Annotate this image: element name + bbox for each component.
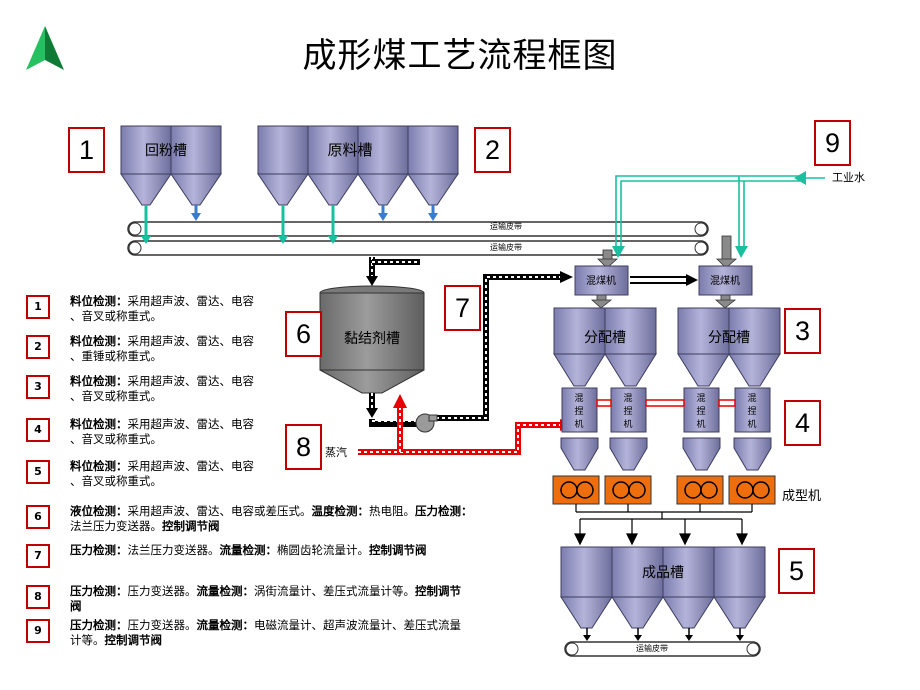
legend-text-3: 料位检测：采用超声波、雷达、电容、音叉或称重式。 bbox=[70, 374, 254, 403]
legend-number-3: 3 bbox=[26, 375, 50, 399]
legend-text-8: 压力检测：压力变送器。流量检测：涡街流量计、差压式流量计等。控制调节阀 bbox=[70, 584, 461, 613]
product-tank-label: 成品槽 bbox=[642, 565, 684, 581]
industrial-water-line bbox=[612, 171, 825, 258]
legend-text-7: 压力检测：法兰压力变送器。流量检测：椭圆齿轮流量计。控制调节阀 bbox=[70, 543, 427, 557]
molding-machines: 成型机 bbox=[552, 475, 821, 505]
kneader: 混捏机 bbox=[683, 387, 720, 433]
distribution-hoppers-right: 分配槽 bbox=[677, 307, 781, 387]
legend-number-7: 7 bbox=[26, 544, 50, 568]
product-collector-lines bbox=[574, 504, 753, 546]
kneader: 混捏机 bbox=[734, 387, 771, 433]
mixer-label: 混煤机 bbox=[586, 274, 616, 287]
legend-text-6: 液位检测：采用超声波、雷达、电容或差压式。温度检测：热电阻。压力检测：法兰压力变… bbox=[70, 504, 473, 533]
svg-text:混: 混 bbox=[747, 393, 756, 404]
page-title: 成形煤工艺流程框图 bbox=[302, 36, 618, 76]
legend-text-2: 料位检测：采用超声波、雷达、电容、重锤或称重式。 bbox=[70, 334, 254, 363]
legend-number-1: 1 bbox=[26, 295, 50, 319]
binder-tank-label: 黏结剂槽 bbox=[344, 331, 400, 347]
legend-text-9: 压力检测：压力变送器。流量检测：电磁流量计、超声波流量计、差压式流量计等。控制调… bbox=[70, 618, 461, 647]
legend-number-5: 5 bbox=[26, 460, 50, 484]
marker-3: 3 bbox=[784, 308, 821, 354]
raw-material-hoppers: 原料槽 bbox=[257, 125, 459, 206]
legend-text-1: 料位检测：采用超声波、雷达、电容、音叉或称重式。 bbox=[70, 294, 254, 323]
marker-9: 9 bbox=[814, 120, 851, 166]
svg-text:捏: 捏 bbox=[623, 405, 632, 417]
marker-2: 2 bbox=[474, 127, 511, 173]
legend-number-8: 8 bbox=[26, 585, 50, 609]
legend-text-5: 料位检测：采用超声波、雷达、电容、音叉或称重式。 bbox=[70, 459, 254, 488]
steam-label: 蒸汽 bbox=[325, 445, 347, 459]
kneader: 混捏机 bbox=[610, 387, 647, 433]
kneaders: 混捏机 混捏机 混捏机 混捏机 bbox=[561, 387, 771, 433]
svg-text:混: 混 bbox=[574, 393, 583, 404]
marker-6: 6 bbox=[285, 311, 322, 357]
svg-text:机: 机 bbox=[623, 418, 632, 430]
conveyor-belt-second: 运输皮带 bbox=[127, 240, 709, 256]
coal-mixer: 混煤机 bbox=[698, 265, 753, 296]
kneader-steam-links bbox=[596, 399, 736, 407]
kneader: 混捏机 bbox=[561, 387, 598, 433]
hopper-discharge-arrows bbox=[141, 205, 438, 244]
hopper-label: 回粉槽 bbox=[145, 143, 187, 159]
belt-label: 运输皮带 bbox=[490, 242, 522, 252]
molding-machine-unit bbox=[728, 475, 776, 505]
kneader-funnels bbox=[560, 437, 772, 471]
feed-arrows bbox=[597, 235, 738, 269]
legend-number-4: 4 bbox=[26, 418, 50, 442]
mixer-discharge-arrows bbox=[590, 294, 737, 309]
molding-machine-unit bbox=[552, 475, 600, 505]
hopper bbox=[170, 125, 222, 206]
belt-label: 运输皮带 bbox=[636, 643, 668, 653]
svg-text:捏: 捏 bbox=[574, 405, 583, 417]
pump-icon bbox=[415, 413, 438, 433]
svg-text:捏: 捏 bbox=[747, 405, 756, 417]
svg-text:混: 混 bbox=[623, 393, 632, 404]
distribution-label: 分配槽 bbox=[584, 330, 626, 346]
legend-text-4: 料位检测：采用超声波、雷达、电容、音叉或称重式。 bbox=[70, 417, 254, 446]
legend-number-9: 9 bbox=[26, 619, 50, 643]
molding-machine-unit bbox=[676, 475, 724, 505]
marker-5: 5 bbox=[778, 548, 815, 594]
belt-label: 运输皮带 bbox=[490, 221, 522, 231]
conveyor-belt-bottom: 运输皮带 bbox=[564, 641, 761, 657]
mixer-label: 混煤机 bbox=[710, 274, 740, 287]
legend-number-2: 2 bbox=[26, 335, 50, 359]
coal-mixer: 混煤机 bbox=[574, 265, 629, 296]
hopper bbox=[120, 125, 172, 206]
svg-text:机: 机 bbox=[747, 418, 756, 430]
product-discharge-arrows bbox=[583, 628, 744, 641]
conveyor-belt-top: 运输皮带 bbox=[127, 221, 709, 237]
svg-text:机: 机 bbox=[574, 418, 583, 430]
binder-feed-pipe bbox=[366, 257, 420, 286]
distribution-hoppers-left: 分配槽 bbox=[553, 307, 657, 387]
industrial-water-label: 工业水 bbox=[832, 171, 865, 184]
marker-8: 8 bbox=[285, 424, 322, 470]
marker-7: 7 bbox=[444, 285, 481, 331]
svg-text:混: 混 bbox=[696, 393, 705, 404]
marker-4: 4 bbox=[784, 400, 821, 446]
hopper-label: 原料槽 bbox=[327, 141, 372, 159]
svg-text:捏: 捏 bbox=[696, 405, 705, 417]
product-hoppers: 成品槽 bbox=[560, 546, 766, 629]
svg-text:机: 机 bbox=[696, 418, 705, 430]
molding-machine-label: 成型机 bbox=[782, 489, 821, 504]
molding-machine-unit bbox=[604, 475, 652, 505]
triangle-logo-icon bbox=[26, 26, 64, 70]
distribution-label: 分配槽 bbox=[708, 330, 750, 346]
mixer-transfer-arrow bbox=[630, 274, 698, 286]
legend-number-6: 6 bbox=[26, 505, 50, 529]
return-powder-hoppers: 回粉槽 bbox=[120, 125, 222, 206]
marker-1: 1 bbox=[68, 127, 105, 173]
